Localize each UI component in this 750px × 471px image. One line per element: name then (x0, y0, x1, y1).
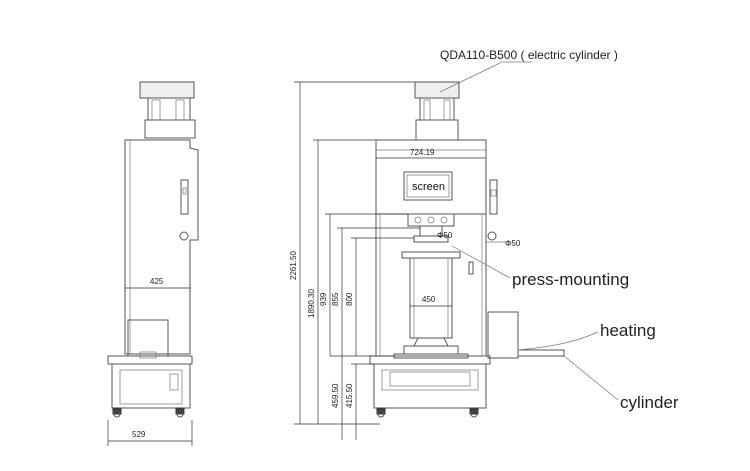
vertical-dimensions: 2261.50 1890.30 939 855 800 459.50 415.5… (289, 81, 420, 440)
dim-800: 800 (345, 292, 354, 306)
side-column (124, 139, 199, 355)
dim-415: 415.50 (345, 383, 354, 408)
dim-1890: 1890.30 (307, 289, 316, 318)
dim-529: 529 (132, 430, 146, 439)
callout-heating: heating (600, 321, 656, 340)
dim-450: 450 (422, 295, 436, 304)
side-view: 425 529 (107, 81, 199, 446)
front-view: 724.19 screen Φ50 Φ50 450 (369, 81, 565, 418)
screen-label: screen (412, 181, 445, 193)
dim-724: 724.19 (410, 148, 435, 157)
dim-939: 939 (319, 292, 328, 306)
heating-box (487, 311, 519, 359)
top-title: QDA110-B500 ( electric cylinder ) (440, 48, 618, 62)
side-heating-box (127, 319, 169, 357)
callout-cylinder: cylinder (620, 393, 679, 412)
callout-press-mounting: press-mounting (512, 270, 629, 289)
front-base (369, 355, 491, 365)
side-base (107, 355, 193, 365)
callouts: QDA110-B500 ( electric cylinder ) press-… (439, 48, 679, 412)
front-motor-box (414, 81, 460, 99)
side-motor-box (139, 81, 195, 99)
dia-50-b: Φ50 (505, 239, 521, 248)
screen-panel (403, 171, 453, 201)
dim-855: 855 (331, 292, 340, 306)
dim-459: 459.50 (331, 383, 340, 408)
dim-2261: 2261.50 (289, 251, 298, 280)
dia-50-a: Φ50 (437, 231, 453, 240)
dim-425: 425 (150, 277, 164, 286)
